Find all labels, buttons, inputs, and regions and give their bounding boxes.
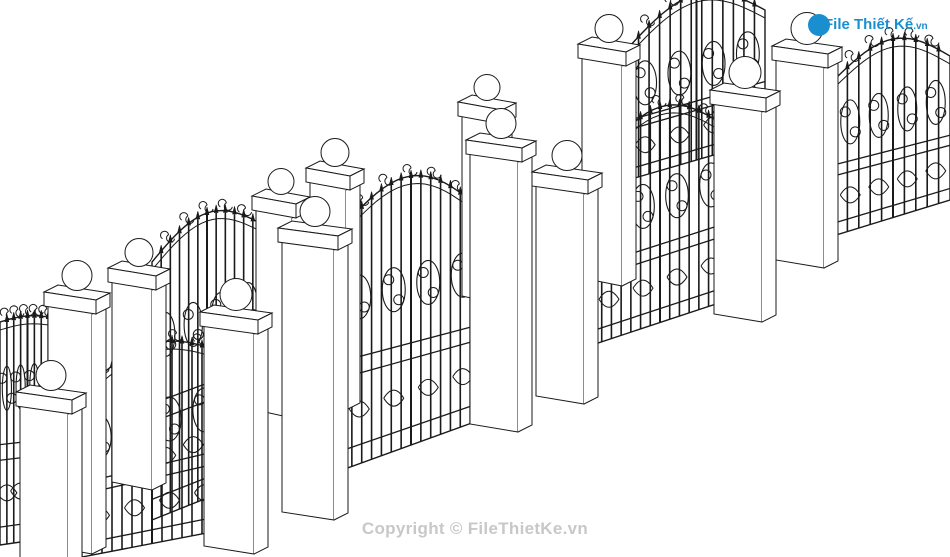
- ball-finial: [299, 196, 331, 227]
- logo-text: File Thiết Kế.vn: [824, 16, 928, 33]
- ball-finial: [124, 238, 154, 267]
- ball-finial: [594, 14, 624, 43]
- pillar-13: [708, 56, 782, 323]
- ball-finial: [728, 56, 762, 89]
- pillar-7: [770, 12, 844, 269]
- gate-center: [341, 164, 481, 471]
- pillar-8: [14, 360, 88, 557]
- logo-domain: .vn: [913, 21, 928, 32]
- ball-finial: [219, 278, 253, 311]
- copyright-watermark: Copyright © FileThietKe.vn: [361, 519, 589, 538]
- site-logo: File Thiết Kế.vn: [808, 12, 928, 48]
- ball-finial: [473, 74, 501, 101]
- pillar-2: [106, 238, 172, 491]
- ball-finial: [485, 108, 517, 139]
- logo-icon: [808, 14, 830, 36]
- ball-finial: [35, 360, 67, 391]
- pillar-12: [530, 140, 604, 405]
- gate-far-right: [835, 27, 950, 236]
- pillar-10: [276, 196, 354, 521]
- pillar-11: [464, 108, 538, 433]
- pillar-layer: [14, 12, 844, 557]
- pillar-9: [198, 278, 274, 555]
- ball-finial: [267, 168, 295, 195]
- ball-finial: [551, 140, 583, 171]
- ball-finial: [61, 260, 93, 291]
- ball-finial: [320, 138, 350, 167]
- logo-name: File Thiết Kế: [824, 16, 914, 33]
